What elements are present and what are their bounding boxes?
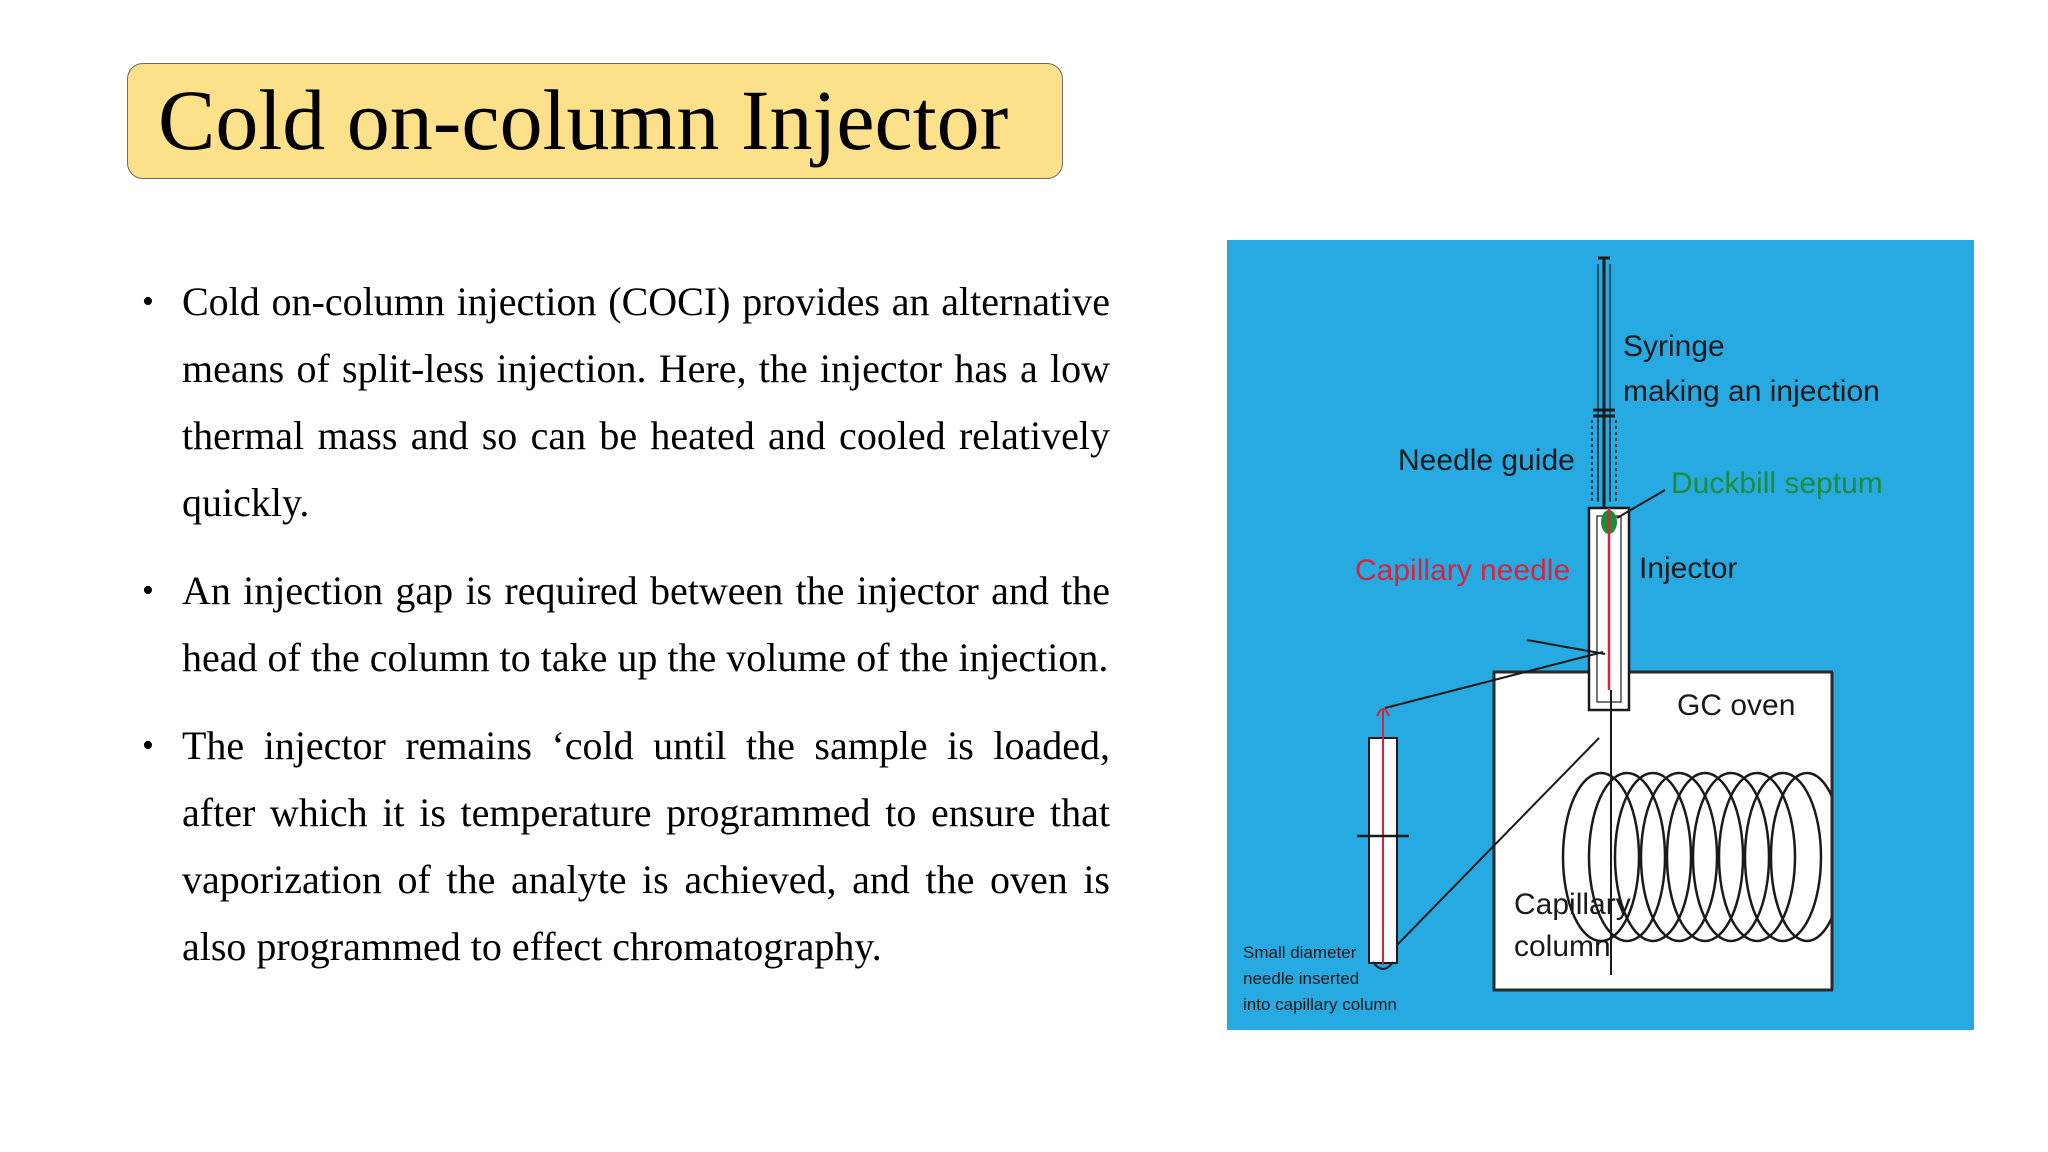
injector-diagram-svg: Syringe making an injection Needle guide… <box>1243 256 1893 1014</box>
bullet-icon: • <box>142 572 154 609</box>
title-box: Cold on-column Injector <box>127 63 1063 179</box>
gc-oven-label: GC oven <box>1677 689 1795 722</box>
page-title: Cold on-column Injector <box>158 72 1009 168</box>
list-item: • The injector remains ‘cold until the s… <box>140 712 1110 980</box>
bullet-text: Cold on-column injection (COCI) provides… <box>182 279 1110 525</box>
bullet-icon: • <box>142 283 154 320</box>
column-coils-icon <box>1561 771 1845 943</box>
syringe-label: Syringe <box>1623 330 1725 363</box>
small-needle-label-line2: needle inserted <box>1243 969 1359 988</box>
bullet-list: • Cold on-column injection (COCI) provid… <box>140 268 1110 1001</box>
duckbill-septum-label: Duckbill septum <box>1671 467 1883 500</box>
capillary-column-label: Capillary <box>1514 888 1631 921</box>
bullet-icon: • <box>142 727 154 764</box>
small-needle-label: Small diameter <box>1243 943 1357 962</box>
injector-label: Injector <box>1639 552 1737 585</box>
bullet-text: An injection gap is required between the… <box>182 568 1110 680</box>
bullet-text: The injector remains ‘cold until the sam… <box>182 723 1110 969</box>
needle-guide-label: Needle guide <box>1398 444 1575 477</box>
small-needle-icon <box>1357 708 1409 970</box>
list-item: • Cold on-column injection (COCI) provid… <box>140 268 1110 536</box>
needle-guide-icon <box>1591 420 1617 502</box>
capillary-column-label-line2: column <box>1514 930 1611 963</box>
syringe-icon <box>1593 256 1615 508</box>
list-item: • An injection gap is required between t… <box>140 557 1110 691</box>
syringe-label-line2: making an injection <box>1623 375 1880 408</box>
capillary-needle-label: Capillary needle <box>1355 554 1570 587</box>
injector-diagram: Syringe making an injection Needle guide… <box>1227 240 1974 1030</box>
small-needle-label-line3: into capillary column <box>1243 995 1397 1014</box>
